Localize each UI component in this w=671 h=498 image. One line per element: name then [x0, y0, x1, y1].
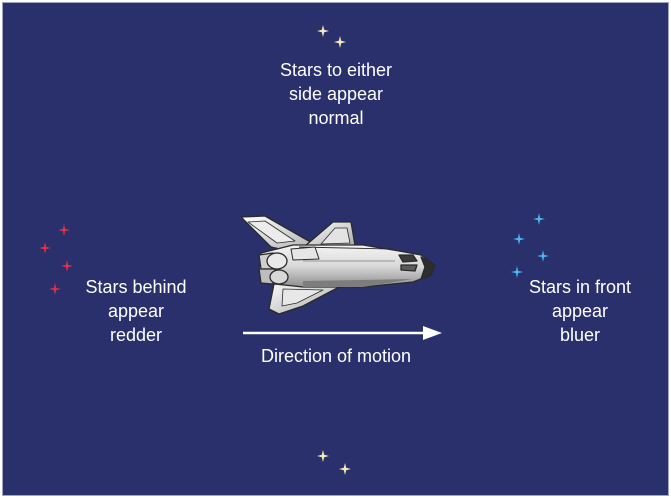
- star-normal-icon: [317, 450, 329, 462]
- star-blue-icon: [513, 233, 525, 245]
- star-normal-icon: [334, 36, 346, 48]
- star-normal-icon: [317, 25, 329, 37]
- star-red-icon: [61, 260, 73, 272]
- stars-side-top: [317, 25, 346, 48]
- direction-arrow: [243, 326, 442, 340]
- star-red-icon: [39, 242, 51, 254]
- star-blue-icon: [533, 213, 545, 225]
- stars-front: [511, 213, 549, 278]
- space-shuttle-icon: [241, 216, 435, 314]
- star-blue-icon: [537, 250, 549, 262]
- stars-side-bottom: [317, 450, 351, 475]
- side-stars-label: Stars to either side appear normal: [236, 58, 436, 130]
- behind-stars-label: Stars behind appear redder: [51, 275, 221, 347]
- star-normal-icon: [339, 463, 351, 475]
- direction-of-motion-label: Direction of motion: [211, 344, 461, 368]
- star-red-icon: [58, 224, 70, 236]
- arrow-right-icon: [423, 326, 442, 340]
- front-stars-label: Stars in front appear bluer: [505, 275, 655, 347]
